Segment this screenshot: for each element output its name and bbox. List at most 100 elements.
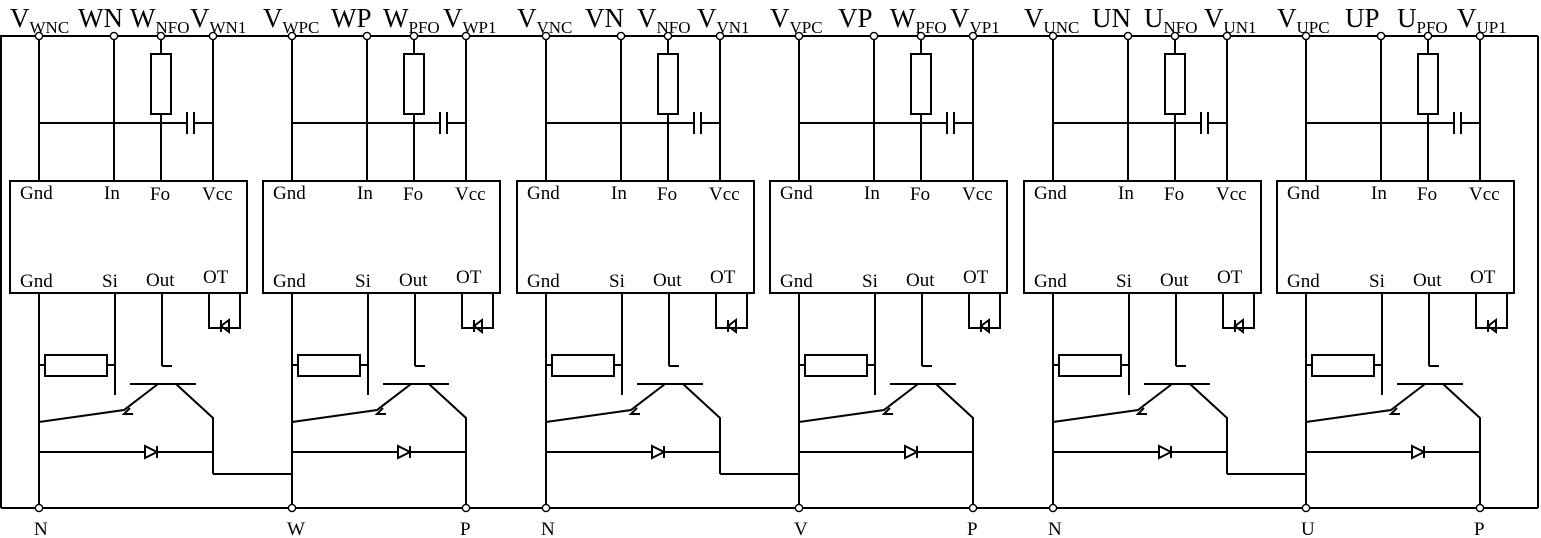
pin-label-gnd: Gnd	[273, 271, 306, 292]
pin-label-in: In	[104, 183, 120, 204]
top-label: VUP1	[1457, 3, 1507, 37]
bottom-label-left: N	[541, 519, 555, 538]
fo-resistor	[910, 53, 932, 115]
driver-ic	[516, 180, 755, 294]
driver-ic	[1276, 180, 1515, 294]
pin-label-ot: OT	[203, 267, 229, 288]
top-label-main: WP	[331, 3, 372, 33]
top-label: UP	[1345, 3, 1380, 33]
pin-label-out: Out	[906, 270, 935, 291]
top-node	[1222, 31, 1232, 41]
top-label: VVNC	[517, 3, 572, 37]
ot-diode	[1486, 318, 1497, 334]
bottom-label-right: P	[460, 519, 471, 538]
top-label: VVP1	[950, 3, 1000, 37]
pin-label-ot: OT	[963, 267, 989, 288]
top-label: VVPC	[770, 3, 823, 37]
top-label-sub: UN1	[1224, 18, 1257, 37]
pin-label-ot: OT	[710, 267, 736, 288]
top-label-sub: UPC	[1297, 18, 1330, 37]
igbt-emitter-arrow	[881, 407, 893, 415]
pin-label-si: Si	[1369, 271, 1385, 292]
igbt-emitter	[1305, 383, 1426, 423]
pin-label-in: In	[611, 183, 627, 204]
pin-label-fo: Fo	[657, 184, 677, 205]
top-label-sub: VP1	[970, 18, 1000, 37]
pin-label-fo: Fo	[403, 184, 423, 205]
driver-ic	[9, 180, 248, 294]
top-label-sub: WNC	[30, 18, 70, 37]
freewheel-diode	[397, 444, 413, 460]
pin-label-gnd: Gnd	[1287, 183, 1320, 204]
top-label-sub: UNC	[1044, 18, 1080, 37]
pin-label-gnd: Gnd	[527, 183, 560, 204]
top-label: VVN1	[697, 3, 750, 37]
top-node	[1376, 31, 1386, 41]
outer-frame	[0, 35, 1539, 509]
pin-label-vcc: Vcc	[709, 184, 740, 205]
pin-label-gnd: Gnd	[780, 183, 813, 204]
pin-label-out: Out	[1413, 270, 1442, 291]
ot-diode	[472, 318, 483, 334]
pin-label-si: Si	[102, 271, 118, 292]
top-label-sub: VNC	[537, 18, 573, 37]
top-label: WN	[78, 3, 123, 33]
top-node	[461, 31, 471, 41]
freewheel-diode	[904, 444, 920, 460]
ot-diode	[726, 318, 737, 334]
pin-label-fo: Fo	[150, 184, 170, 205]
bottom-label-left: V	[794, 519, 808, 538]
top-label-main: W	[383, 3, 409, 33]
bottom-node	[1048, 503, 1058, 513]
top-label: UNFO	[1144, 3, 1198, 37]
igbt-collector	[175, 383, 214, 474]
top-label: VNFO	[637, 3, 691, 37]
driver-ic	[262, 180, 501, 294]
pin-label-si: Si	[355, 271, 371, 292]
top-node	[1170, 31, 1180, 41]
fo-resistor	[1417, 53, 1439, 115]
shunt-resistor	[551, 354, 615, 377]
pin-label-vcc: Vcc	[1469, 184, 1500, 205]
top-node	[1475, 31, 1485, 41]
top-node	[916, 31, 926, 41]
top-label: WPFO	[890, 3, 947, 37]
pin-label-gnd: Gnd	[780, 271, 813, 292]
igbt-emitter-arrow	[1388, 407, 1400, 415]
igbt-collector	[1189, 383, 1228, 474]
freewheel-diode	[1158, 444, 1174, 460]
driver-ic	[769, 180, 1008, 294]
top-label: VUNC	[1024, 3, 1079, 37]
bottom-node	[1301, 503, 1311, 513]
top-label-main: V	[190, 3, 210, 33]
top-label: VWP1	[443, 3, 497, 37]
freewheel-diode	[144, 444, 160, 460]
top-label: WPFO	[383, 3, 440, 37]
pin-label-si: Si	[609, 271, 625, 292]
pin-label-in: In	[357, 183, 373, 204]
top-label-sub: WN1	[210, 18, 247, 37]
fo-resistor	[403, 53, 425, 115]
top-label-main: W	[130, 3, 156, 33]
top-label-main: VP	[838, 3, 873, 33]
igbt-emitter	[545, 383, 666, 423]
top-label: VN	[585, 3, 624, 33]
top-label-sub: WPC	[283, 18, 320, 37]
pin-label-out: Out	[653, 270, 682, 291]
bottom-node	[541, 503, 551, 513]
top-label-main: V	[697, 3, 717, 33]
top-label-main: V	[950, 3, 970, 33]
bottom-node	[34, 503, 44, 513]
igbt-emitter	[291, 383, 412, 423]
top-label: UN	[1092, 3, 1131, 33]
shunt-resistor	[44, 354, 108, 377]
pin-label-out: Out	[399, 270, 428, 291]
top-label-sub: VPC	[790, 18, 823, 37]
pin-label-gnd: Gnd	[20, 183, 53, 204]
top-node	[794, 31, 804, 41]
pin-label-gnd: Gnd	[273, 183, 306, 204]
igbt-emitter-arrow	[1135, 407, 1147, 415]
pin-label-in: In	[1118, 183, 1134, 204]
